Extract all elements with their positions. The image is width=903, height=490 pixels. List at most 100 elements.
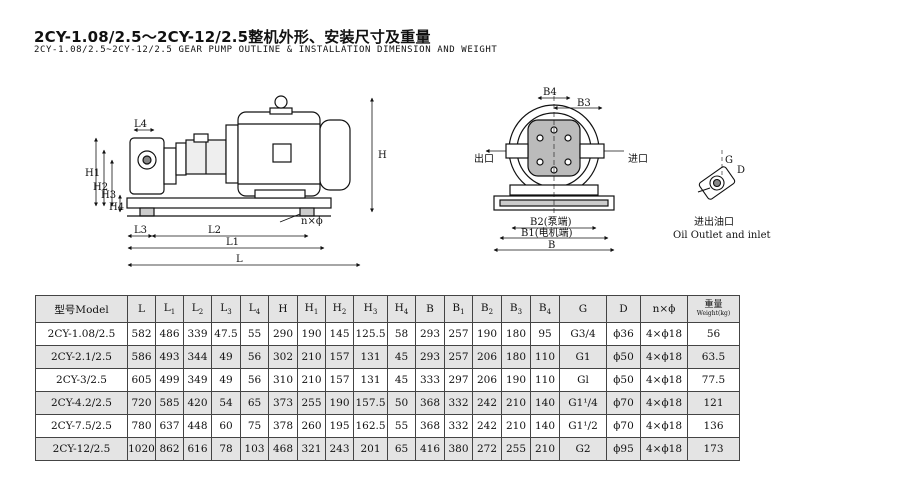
table-cell: 110 xyxy=(530,368,560,392)
dim-label-B2: B2(泵端) xyxy=(530,215,572,228)
table-cell: 210 xyxy=(297,345,326,369)
table-cell: 157 xyxy=(325,368,354,392)
table-cell: 55 xyxy=(387,414,416,438)
col-header-B3: B3 xyxy=(501,295,531,323)
dim-label-H2: H2 xyxy=(93,182,108,193)
table-cell: 78 xyxy=(211,437,241,461)
table-cell: 56 xyxy=(240,345,269,369)
port-label-G: G xyxy=(725,155,733,166)
table-cell: 586 xyxy=(127,345,156,369)
dim-label-L4: L4 xyxy=(134,119,147,130)
col-header-D: D xyxy=(606,295,641,323)
table-cell: 210 xyxy=(530,437,560,461)
front-view-labels: B4 B3 B2(泵端) B1(电机端) B 出口 进口 xyxy=(474,87,648,251)
table-cell: 585 xyxy=(155,391,184,415)
table-cell: ϕ50 xyxy=(606,368,641,392)
table-cell: 448 xyxy=(183,414,212,438)
col-header-H4: H4 xyxy=(387,295,416,323)
table-cell: 201 xyxy=(353,437,388,461)
oil-port-caption-en: Oil Outlet and inlet xyxy=(673,230,771,241)
table-cell: 65 xyxy=(240,391,269,415)
table-cell: 190 xyxy=(297,322,326,346)
table-cell: 290 xyxy=(268,322,298,346)
table-cell: 103 xyxy=(240,437,269,461)
table-cell: 493 xyxy=(155,345,184,369)
table-cell: 55 xyxy=(240,322,269,346)
col-header-L4: L4 xyxy=(240,295,269,323)
table-cell: 468 xyxy=(268,437,298,461)
table-cell: 140 xyxy=(530,391,560,415)
table-cell: 75 xyxy=(240,414,269,438)
table-cell: 4×ϕ18 xyxy=(640,414,688,438)
dim-label-L: L xyxy=(236,254,243,265)
table-cell: 255 xyxy=(501,437,531,461)
dim-label-H: H xyxy=(378,150,387,161)
pump-outline-drawing: L4 H1 H2 H3 H4 H L3 L2 L1 L n×ϕ B4 xyxy=(85,87,771,267)
col-header-L2: L2 xyxy=(183,295,212,323)
col-header-B: B xyxy=(415,295,445,323)
table-cell: 380 xyxy=(444,437,473,461)
table-cell: 1020 xyxy=(127,437,156,461)
dim-label-L2: L2 xyxy=(208,225,221,236)
table-cell: 242 xyxy=(472,391,502,415)
dim-label-n-phi: n×ϕ xyxy=(301,216,323,227)
col-header-L1: L1 xyxy=(155,295,184,323)
table-cell: 4×ϕ18 xyxy=(640,368,688,392)
table-cell: 260 xyxy=(297,414,326,438)
table-cell: 4×ϕ18 xyxy=(640,391,688,415)
table-cell: 206 xyxy=(472,368,502,392)
dim-label-H3: H3 xyxy=(101,190,116,201)
table-cell: 210 xyxy=(297,368,326,392)
table-cell: 310 xyxy=(268,368,298,392)
table-cell: 605 xyxy=(127,368,156,392)
table-cell: 47.5 xyxy=(211,322,241,346)
table-cell: 257 xyxy=(444,322,473,346)
col-header-H2: H2 xyxy=(325,295,354,323)
table-cell-model: 2CY-4.2/2.5 xyxy=(35,391,128,415)
table-cell: 65 xyxy=(387,437,416,461)
table-cell: ϕ50 xyxy=(606,345,641,369)
table-cell: 50 xyxy=(387,391,416,415)
table-cell: 344 xyxy=(183,345,212,369)
table-cell: 131 xyxy=(353,345,388,369)
table-cell-model: 2CY-12/2.5 xyxy=(35,437,128,461)
table-cell: 368 xyxy=(415,414,445,438)
table-cell: 420 xyxy=(183,391,212,415)
col-header-B4: B4 xyxy=(530,295,560,323)
col-header-B2: B2 xyxy=(472,295,502,323)
outlet-label: 出口 xyxy=(474,152,494,165)
table-cell: 45 xyxy=(387,345,416,369)
table-cell: 95 xyxy=(530,322,560,346)
table-cell: 339 xyxy=(183,322,212,346)
port-label-D: D xyxy=(737,165,745,176)
table-cell: ϕ95 xyxy=(606,437,641,461)
dim-label-H1: H1 xyxy=(85,168,100,179)
dim-label-L1: L1 xyxy=(226,237,239,248)
table-cell: 242 xyxy=(472,414,502,438)
table-cell: 4×ϕ18 xyxy=(640,437,688,461)
table-cell: 125.5 xyxy=(353,322,388,346)
table-cell: G1¹/2 xyxy=(559,414,607,438)
dim-label-H4: H4 xyxy=(109,202,124,213)
table-cell: 195 xyxy=(325,414,354,438)
page-subtitle: 2CY-1.08/2.5~2CY-12/2.5 GEAR PUMP OUTLIN… xyxy=(34,45,498,55)
oil-port-detail xyxy=(697,150,736,200)
table-cell: 54 xyxy=(211,391,241,415)
table-cell: 4×ϕ18 xyxy=(640,322,688,346)
table-cell: 190 xyxy=(501,368,531,392)
table-cell: 210 xyxy=(501,414,531,438)
table-cell: 373 xyxy=(268,391,298,415)
table-cell: 302 xyxy=(268,345,298,369)
table-cell: 332 xyxy=(444,414,473,438)
table-cell: 173 xyxy=(687,437,740,461)
spec-table: 型号Model L L1 L2 L3 L4 H H1 H2 H3 H4 B B1… xyxy=(35,295,740,461)
table-cell: 486 xyxy=(155,322,184,346)
table-cell: 499 xyxy=(155,368,184,392)
table-cell: 243 xyxy=(325,437,354,461)
table-cell-model: 2CY-7.5/2.5 xyxy=(35,414,128,438)
table-cell: 162.5 xyxy=(353,414,388,438)
table-cell: 293 xyxy=(415,322,445,346)
table-cell: 180 xyxy=(501,322,531,346)
